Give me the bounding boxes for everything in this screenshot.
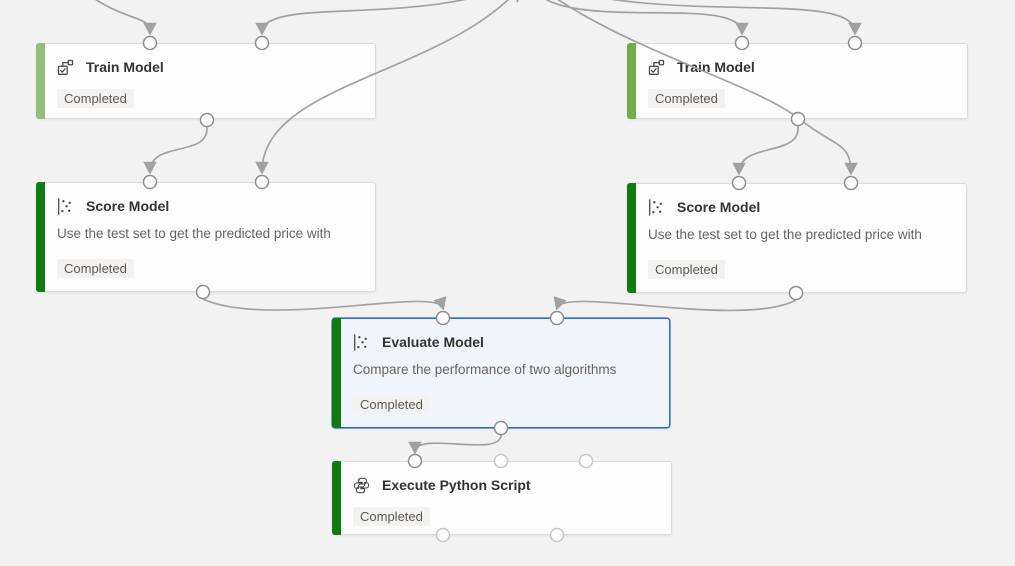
output-port[interactable] — [790, 111, 806, 127]
status-badge: Completed — [353, 507, 430, 526]
edge[interactable] — [528, 0, 858, 176]
scatter-plot-icon — [57, 197, 74, 215]
node-train-model-left[interactable]: Train Model Completed — [36, 43, 376, 119]
node-train-model-right[interactable]: Train Model Completed — [627, 43, 968, 119]
input-port[interactable] — [731, 175, 747, 191]
input-port[interactable] — [142, 174, 158, 190]
output-port[interactable] — [195, 284, 211, 300]
node-title: Score Model — [677, 199, 761, 215]
edge[interactable] — [255, 0, 528, 175]
edge[interactable] — [732, 125, 799, 176]
node-title: Train Model — [86, 59, 164, 75]
edge[interactable] — [516, 0, 528, 3]
node-comment: Compare the performance of two algorithm… — [353, 362, 617, 377]
status-accent-bar — [332, 461, 341, 535]
output-port[interactable] — [199, 112, 215, 128]
edge[interactable] — [528, 0, 749, 36]
python-icon — [353, 477, 370, 494]
edge[interactable] — [408, 433, 502, 455]
node-title: Train Model — [677, 59, 755, 75]
output-port[interactable] — [549, 527, 565, 543]
node-evaluate-model[interactable]: Evaluate Model Compare the performance o… — [332, 318, 670, 428]
status-badge: Completed — [353, 395, 430, 414]
node-score-model-left[interactable]: Score Model Use the test set to get the … — [36, 182, 376, 292]
status-accent-bar — [627, 183, 636, 293]
edge[interactable] — [528, 0, 862, 36]
node-score-model-right[interactable]: Score Model Use the test set to get the … — [627, 183, 967, 293]
status-accent-bar — [36, 182, 45, 292]
scatter-plot-icon — [353, 333, 370, 351]
input-port[interactable] — [407, 453, 423, 469]
input-port[interactable] — [578, 453, 594, 469]
edge[interactable] — [553, 296, 797, 312]
input-port[interactable] — [254, 35, 270, 51]
input-port[interactable] — [254, 174, 270, 190]
input-port[interactable] — [142, 35, 158, 51]
status-accent-bar — [627, 43, 636, 119]
status-badge: Completed — [648, 260, 725, 279]
output-port[interactable] — [435, 527, 451, 543]
train-model-icon — [648, 59, 665, 76]
edge[interactable] — [255, 0, 528, 36]
node-comment: Use the test set to get the predicted pr… — [57, 226, 331, 241]
status-accent-bar — [332, 318, 341, 428]
status-accent-bar — [36, 43, 45, 119]
input-port[interactable] — [435, 310, 451, 326]
scatter-plot-icon — [648, 198, 665, 216]
node-title: Score Model — [86, 198, 170, 214]
train-model-icon — [57, 59, 74, 76]
output-port[interactable] — [493, 420, 509, 436]
node-execute-python-script[interactable]: Execute Python Script Completed — [332, 461, 672, 535]
status-badge: Completed — [648, 89, 725, 108]
edge[interactable] — [202, 296, 447, 311]
status-badge: Completed — [57, 89, 134, 108]
node-title: Execute Python Script — [382, 477, 531, 493]
input-port[interactable] — [549, 310, 565, 326]
status-badge: Completed — [57, 259, 134, 278]
output-port[interactable] — [788, 285, 804, 301]
input-port[interactable] — [493, 453, 509, 469]
node-title: Evaluate Model — [382, 334, 484, 350]
edge[interactable] — [143, 126, 208, 175]
input-port[interactable] — [843, 175, 859, 191]
edge[interactable] — [70, 0, 157, 36]
input-port[interactable] — [847, 35, 863, 51]
node-comment: Use the test set to get the predicted pr… — [648, 227, 922, 242]
input-port[interactable] — [734, 35, 750, 51]
